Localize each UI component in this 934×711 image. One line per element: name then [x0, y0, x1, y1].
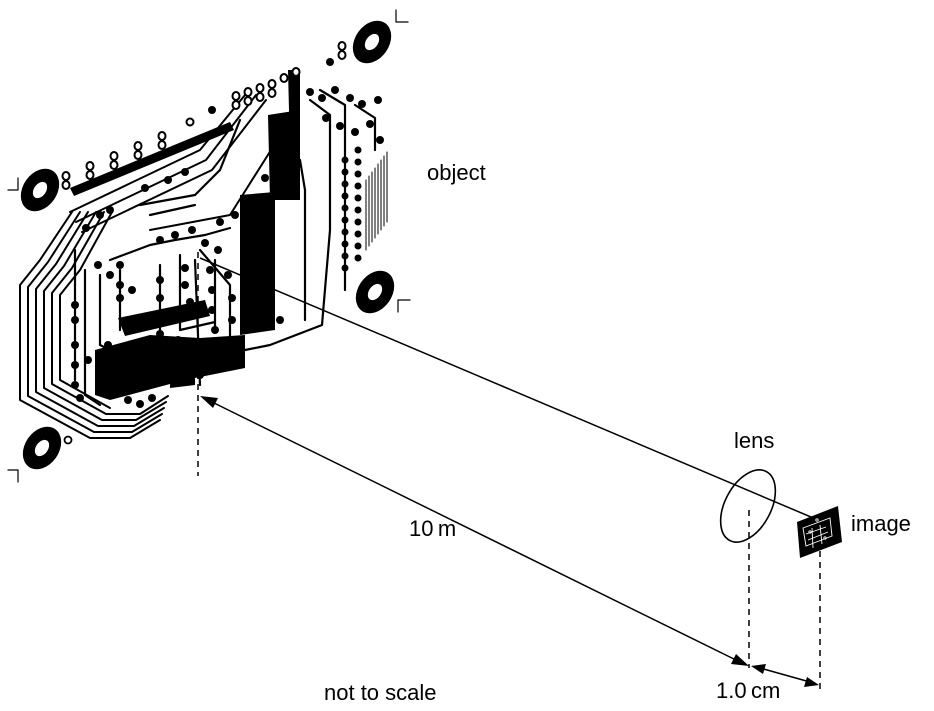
- ground-bars: [70, 70, 300, 400]
- mounting-hole-bottom-left: [7, 426, 73, 483]
- header-pads-top: [185, 41, 347, 127]
- image-distance-label: 1.0 cm: [716, 678, 780, 703]
- object-circuit-board: [7, 9, 411, 483]
- edge-connector-hatching: [365, 151, 388, 251]
- outer-trace-bus: [19, 211, 169, 439]
- mounting-hole-right: [355, 270, 411, 314]
- solder-pads: [71, 58, 384, 408]
- mounting-hole-left: [7, 168, 60, 212]
- lens-label: lens: [734, 428, 774, 453]
- object-label: object: [427, 160, 486, 185]
- image-circuit-board: [797, 506, 842, 558]
- mounting-hole-top-right: [352, 9, 409, 64]
- object-distance-arrow: [200, 396, 749, 666]
- scale-note: not to scale: [324, 680, 437, 705]
- principal-ray: [199, 257, 819, 521]
- lens-shape: [719, 469, 777, 543]
- ic-pad-column: [341, 146, 362, 272]
- inner-traces: [73, 88, 377, 407]
- image-distance-arrow: [751, 664, 819, 687]
- header-pads-top-left: [61, 131, 167, 190]
- optical-axis: [197, 252, 821, 690]
- object-distance-label: 10 m: [409, 516, 456, 541]
- image-label: image: [851, 511, 911, 536]
